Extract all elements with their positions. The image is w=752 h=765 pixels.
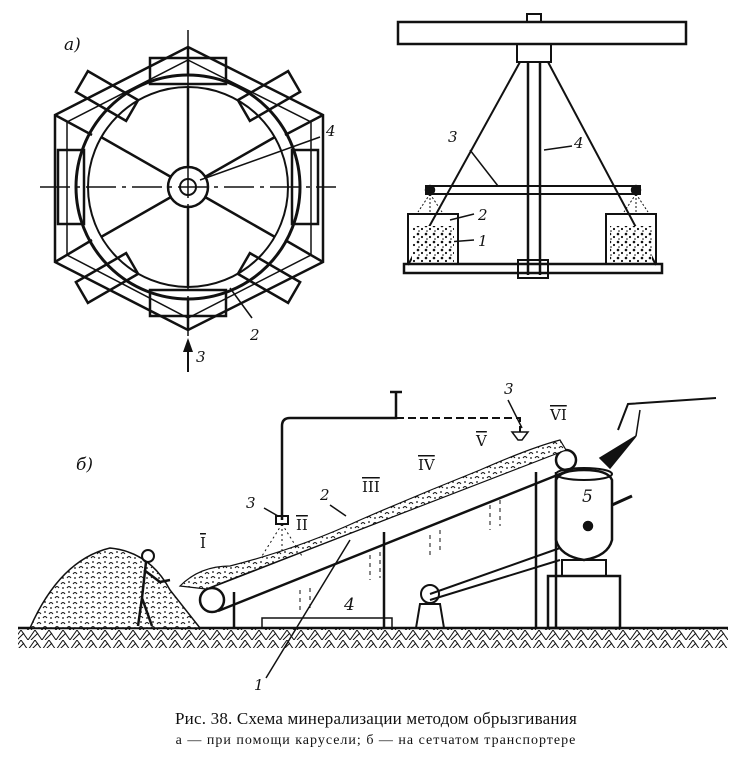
layer-label: 2 bbox=[319, 486, 330, 504]
top-box-label: 2 bbox=[249, 326, 260, 344]
zone-1-label: I bbox=[200, 534, 206, 552]
panel-a-label: а) bbox=[64, 35, 81, 55]
zone-6-label: VI bbox=[549, 406, 567, 424]
pipe-label: 3 bbox=[504, 380, 514, 398]
zone-2-label: II bbox=[296, 516, 308, 534]
zone-4-label: IV bbox=[418, 456, 436, 474]
side-box-label: 2 bbox=[477, 206, 488, 224]
nozzle-label: 3 bbox=[246, 494, 256, 512]
side-axle-label: 4 bbox=[573, 134, 584, 152]
side-ore-label: 1 bbox=[478, 232, 488, 250]
caption-part-a: а — при помощи карусели; bbox=[175, 733, 362, 748]
top-axle-label: 4 bbox=[325, 122, 336, 140]
caption-part-b: б — на сетчатом транспортере bbox=[366, 733, 577, 748]
top-spray-label: 3 bbox=[196, 348, 206, 366]
figure-caption-subtitle: а — при помощи карусели; б — на сетчатом… bbox=[0, 733, 752, 749]
carousel-top-view bbox=[40, 30, 336, 372]
figure-caption-title: Рис. 38. Схема минерализации методом обр… bbox=[175, 709, 577, 728]
zone-3-label: III bbox=[362, 478, 380, 496]
mesh-label: 1 bbox=[254, 676, 264, 694]
conveyor-scheme bbox=[18, 390, 728, 679]
ore-fill bbox=[412, 226, 652, 262]
panel-b-label: б) bbox=[76, 455, 93, 475]
carousel-side-view bbox=[396, 13, 688, 279]
side-rope-label: 3 bbox=[448, 128, 458, 146]
zone-5-label: V bbox=[475, 432, 488, 450]
support-label: 4 bbox=[343, 595, 355, 615]
hopper-label: 5 bbox=[582, 487, 593, 507]
